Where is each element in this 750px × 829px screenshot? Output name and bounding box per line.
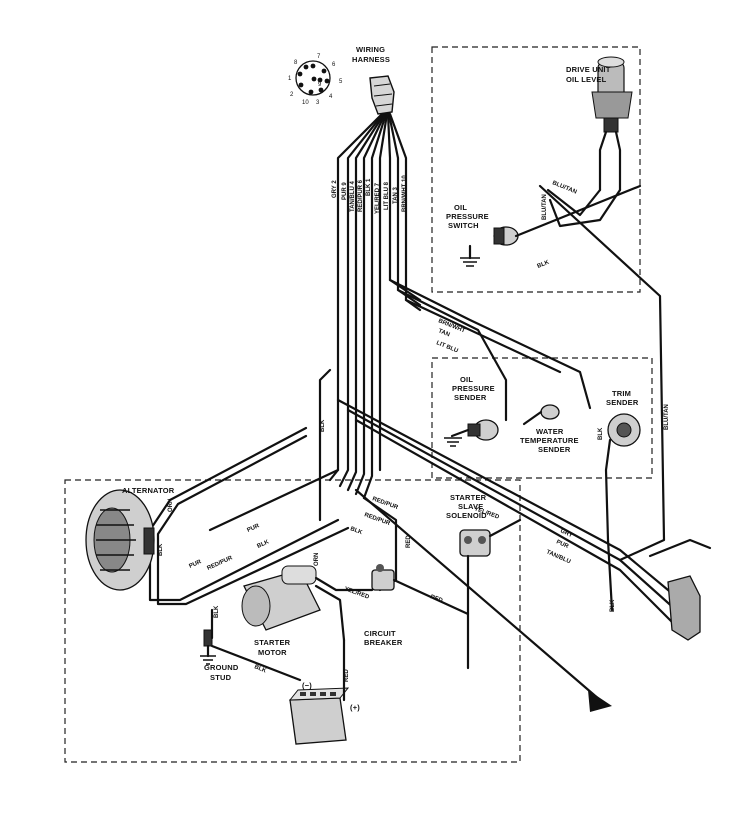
ground-stud xyxy=(200,608,302,682)
label-starter-2: MOTOR xyxy=(258,648,287,657)
label-battery-neg: (−) xyxy=(302,681,312,690)
pin-9: 9 xyxy=(318,82,322,88)
pin-10: 10 xyxy=(302,100,309,106)
wire-label-tan: TAN xyxy=(437,328,450,338)
sender-wires xyxy=(388,278,592,422)
wire-label-brnwht10: BRN/WHT 10 xyxy=(402,175,408,212)
starter-motor xyxy=(241,565,374,642)
circuit-breaker xyxy=(371,564,470,616)
pin-1: 1 xyxy=(288,76,292,82)
wire-label-red1: RED xyxy=(429,594,444,604)
wire-label-blk-oilswitch: BLK xyxy=(537,259,551,269)
wire-label-blk-vertical: BLK xyxy=(320,419,326,432)
label-oil-sender-3: SENDER xyxy=(454,393,487,402)
wire-label-orn: ORN xyxy=(168,499,174,512)
pin-3: 3 xyxy=(316,100,320,106)
label-drive-unit-1: DRIVE UNIT xyxy=(566,65,611,74)
label-wiring-harness-1: WIRING xyxy=(356,45,385,54)
label-slave-3: SOLENOID xyxy=(446,511,487,520)
battery xyxy=(288,638,350,745)
water-temperature-sender xyxy=(522,404,560,426)
oil-pressure-switch xyxy=(460,184,642,267)
pin-8: 8 xyxy=(294,60,298,66)
drive-unit-oil-level xyxy=(546,56,633,228)
wire-label-litblu8: LIT BLU 8 xyxy=(384,181,390,210)
label-alternator: ALTERNATOR xyxy=(122,486,175,495)
wire-label-blutan-1: BLU/TAN xyxy=(551,180,577,195)
wire-label-yelred2: YEL/RED xyxy=(343,586,370,601)
wire-label-tanblu: TAN/BLU xyxy=(545,549,571,565)
wire-label-tan3: TAN 3 xyxy=(393,186,399,204)
label-battery-pos: (+) xyxy=(350,703,360,712)
wire-label-orn2: ORN xyxy=(314,553,320,566)
label-oil-switch-3: SWITCH xyxy=(448,221,479,230)
label-slave-1: STARTER xyxy=(450,493,487,502)
label-ground-1: GROUND xyxy=(204,663,239,672)
label-trim-2: SENDER xyxy=(606,398,639,407)
blu-tan-right-wire xyxy=(538,184,666,562)
pin-7: 7 xyxy=(317,54,321,60)
sender-box xyxy=(431,357,653,479)
drive-unit-box xyxy=(431,46,641,293)
wire-label-redpur1: RED/PUR xyxy=(206,555,234,572)
label-slave-2: SLAVE xyxy=(458,502,483,511)
wire-label-blk-ground: BLK xyxy=(214,605,220,618)
harness-connector: 7 6 5 4 3 10 2 1 8 9 xyxy=(288,54,343,106)
label-oil-sender-1: OIL xyxy=(460,375,473,384)
alternator xyxy=(85,489,155,591)
wire-label-blutan-2: BLU/TAN xyxy=(542,194,548,220)
wire-label-red2: RED xyxy=(406,535,412,548)
wire-label-pur2: PUR xyxy=(246,523,261,534)
wire-label-blk1: BLK 1 xyxy=(366,178,372,196)
wire-label-redpur6: RED/PUR 6 xyxy=(358,179,364,212)
arrow-head xyxy=(588,690,612,712)
pin-4: 4 xyxy=(329,94,333,100)
wire-label-pur3: PUR xyxy=(555,539,570,550)
label-oil-sender-2: PRESSURE xyxy=(452,384,495,393)
label-trim-1: TRIM xyxy=(612,389,631,398)
label-water-temp-3: SENDER xyxy=(538,445,571,454)
wire-label-litblu: LIT BLU xyxy=(435,340,459,354)
right-plug xyxy=(648,538,712,641)
label-oil-switch-2: PRESSURE xyxy=(446,212,489,221)
label-drive-unit-2: OIL LEVEL xyxy=(566,75,607,84)
left-loop-wires xyxy=(148,426,350,606)
wire-label-gry: GRY xyxy=(559,528,573,539)
label-breaker-1: CIRCUIT xyxy=(364,629,396,638)
wire-label-red3: RED xyxy=(344,669,350,682)
wire-label-blk-trim-low: BLK xyxy=(610,599,616,612)
wire-label-blk-alt: BLK xyxy=(158,543,164,556)
wire-label-tanblu4: TAN/BLU 4 xyxy=(350,180,356,212)
label-oil-switch-1: OIL xyxy=(454,203,467,212)
trim-sender xyxy=(604,413,641,612)
pin-5: 5 xyxy=(339,79,343,85)
wire-label-redpur2: RED/PUR xyxy=(371,496,399,511)
wire-label-blutan-right: BLU/TAN xyxy=(664,404,670,430)
wire-label-blk2: BLK xyxy=(349,526,363,536)
label-wiring-harness-2: HARNESS xyxy=(352,55,390,64)
wire-label-yelred7: YEL/RED 7 xyxy=(375,182,381,214)
wire-label-pur1: PUR xyxy=(188,559,203,570)
wire-label-gry2: GRY 2 xyxy=(332,180,338,198)
label-water-temp-1: WATER xyxy=(536,427,564,436)
engine-box xyxy=(64,479,521,763)
label-ground-2: STUD xyxy=(210,673,232,682)
wire-label-blk-trim: BLK xyxy=(598,427,604,440)
label-breaker-2: BREAKER xyxy=(364,638,403,647)
wire-label-blk-batt: BLK xyxy=(253,664,267,674)
starter-slave-solenoid xyxy=(459,518,522,670)
pin-2: 2 xyxy=(290,92,294,98)
harness-plug xyxy=(369,75,395,115)
harness-bundle xyxy=(328,112,422,500)
pin-6: 6 xyxy=(332,62,336,68)
oil-pressure-sender xyxy=(444,419,499,447)
wire-label-pur9: PUR 9 xyxy=(342,182,348,200)
label-starter-1: STARTER xyxy=(254,638,291,647)
wire-label-blk1: BLK xyxy=(256,539,270,550)
label-water-temp-2: TEMPERATURE xyxy=(520,436,579,445)
